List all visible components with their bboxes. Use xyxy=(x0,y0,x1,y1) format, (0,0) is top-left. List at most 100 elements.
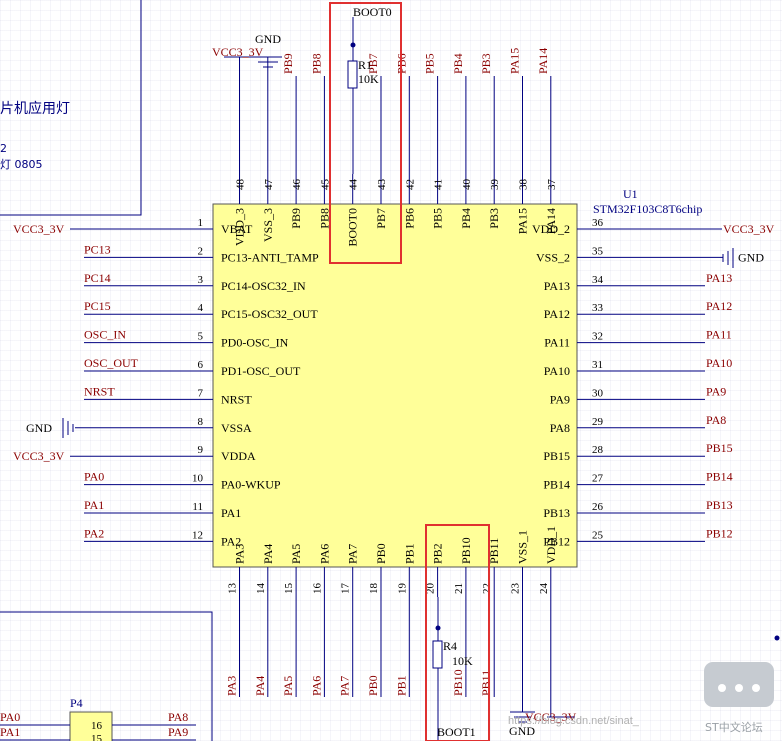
bottom-pin-name: VDD_1 xyxy=(544,526,558,564)
edge-junction xyxy=(774,635,780,641)
top-pin-name: VSS_3 xyxy=(261,208,275,242)
top-pin-number: 40 xyxy=(461,179,473,191)
bottom-pin-name: VSS_1 xyxy=(516,530,530,564)
boot0-junction xyxy=(350,42,356,48)
left-net-label: PC14 xyxy=(84,271,111,285)
right-pin-name: PB13 xyxy=(543,506,570,520)
bottom-net-label: PA6 xyxy=(309,676,323,696)
bottom-pin-number: 15 xyxy=(283,583,295,595)
top-pin-name: PB8 xyxy=(317,208,331,229)
left-pin-name: VSSA xyxy=(221,421,252,435)
p4-pin-15: 15 PA1 PA9 xyxy=(0,725,196,741)
left-net-label: OSC_IN xyxy=(84,328,126,342)
left-pin-number: 4 xyxy=(198,302,204,314)
right-net-label: PA9 xyxy=(706,384,726,398)
bottom-pin-number: 16 xyxy=(311,583,323,595)
left-net-label: PC15 xyxy=(84,299,111,313)
led-block-line3: 灯 0805 xyxy=(0,158,43,171)
left-pin-number: 9 xyxy=(198,444,204,456)
led-block-title: 片机应用灯 xyxy=(0,100,70,117)
left-pin-name: PC15-OSC32_OUT xyxy=(221,307,318,321)
r1-resistor xyxy=(347,60,358,89)
right-gnd-symbol xyxy=(722,248,734,268)
right-pin-name: PA11 xyxy=(544,336,570,350)
bottom-gnd-label: GND xyxy=(509,724,535,738)
chip-part-number: STM32F103C8T6chip xyxy=(593,202,702,216)
right-net-label: PB15 xyxy=(706,441,733,455)
left-pin-name: PA2 xyxy=(221,534,241,548)
top-pin-number: 48 xyxy=(235,179,247,191)
top-pins-group: 48VDD_347VSS_346PB9PB945PB8PB844BOOT043P… xyxy=(233,48,558,247)
right-net-label: PA12 xyxy=(706,299,732,313)
top-net-label: PB9 xyxy=(281,53,295,74)
bottom-pin-name: PB1 xyxy=(402,543,416,564)
right-pin-number: 28 xyxy=(592,444,604,456)
right-pin-name: PA12 xyxy=(544,307,570,321)
r4-resistor xyxy=(432,640,443,669)
p4-pin-16-right-net: PA8 xyxy=(168,710,188,724)
left-pin-number: 10 xyxy=(192,473,204,485)
led-block-frame xyxy=(0,0,142,216)
left-pin-number: 11 xyxy=(192,501,203,513)
bottom-pin-number: 22 xyxy=(481,583,493,594)
top-pin-name: PA15 xyxy=(516,208,530,234)
left-pin-name: VDDA xyxy=(221,449,256,463)
right-pin-name: PB14 xyxy=(543,478,570,492)
top-pin-number: 44 xyxy=(348,179,360,191)
r4-designator: R4 xyxy=(443,639,457,653)
bottom-net-label: PA5 xyxy=(281,676,295,696)
left-pin-4: 4 PC15-OSC32_OUT PC15 xyxy=(84,299,318,321)
right-net-label: VCC3_3V xyxy=(723,222,775,236)
right-pin-number: 27 xyxy=(592,473,604,485)
bottom-net-label: PB10 xyxy=(451,669,465,696)
left-pin-number: 1 xyxy=(198,217,204,229)
bottom-pin-number: 18 xyxy=(368,583,380,595)
bottom-pin-number: 13 xyxy=(227,583,239,595)
left-pin-number: 6 xyxy=(198,359,204,371)
right-net-label: PA10 xyxy=(706,356,732,370)
bottom-pin-number: 17 xyxy=(340,583,352,595)
p4-pin-15-num: 15 xyxy=(91,733,103,741)
top-pin-name: PB3 xyxy=(487,208,501,229)
bottom-pin-name: PB10 xyxy=(459,537,473,564)
bottom-net-label: PA4 xyxy=(253,676,267,696)
left-pin-name: PA0-WKUP xyxy=(221,478,281,492)
bottom-pin-name: PA4 xyxy=(261,544,275,564)
right-net-label: PB12 xyxy=(706,526,733,540)
forum-logo xyxy=(704,662,774,707)
right-pin-number: 34 xyxy=(592,274,604,286)
r1-value: 10K xyxy=(358,72,379,86)
left-pin-number: 3 xyxy=(198,274,204,286)
bottom-pin-number: 24 xyxy=(538,583,550,595)
left-net-label: VCC3_3V xyxy=(13,222,65,236)
right-net-label: PA11 xyxy=(706,328,732,342)
